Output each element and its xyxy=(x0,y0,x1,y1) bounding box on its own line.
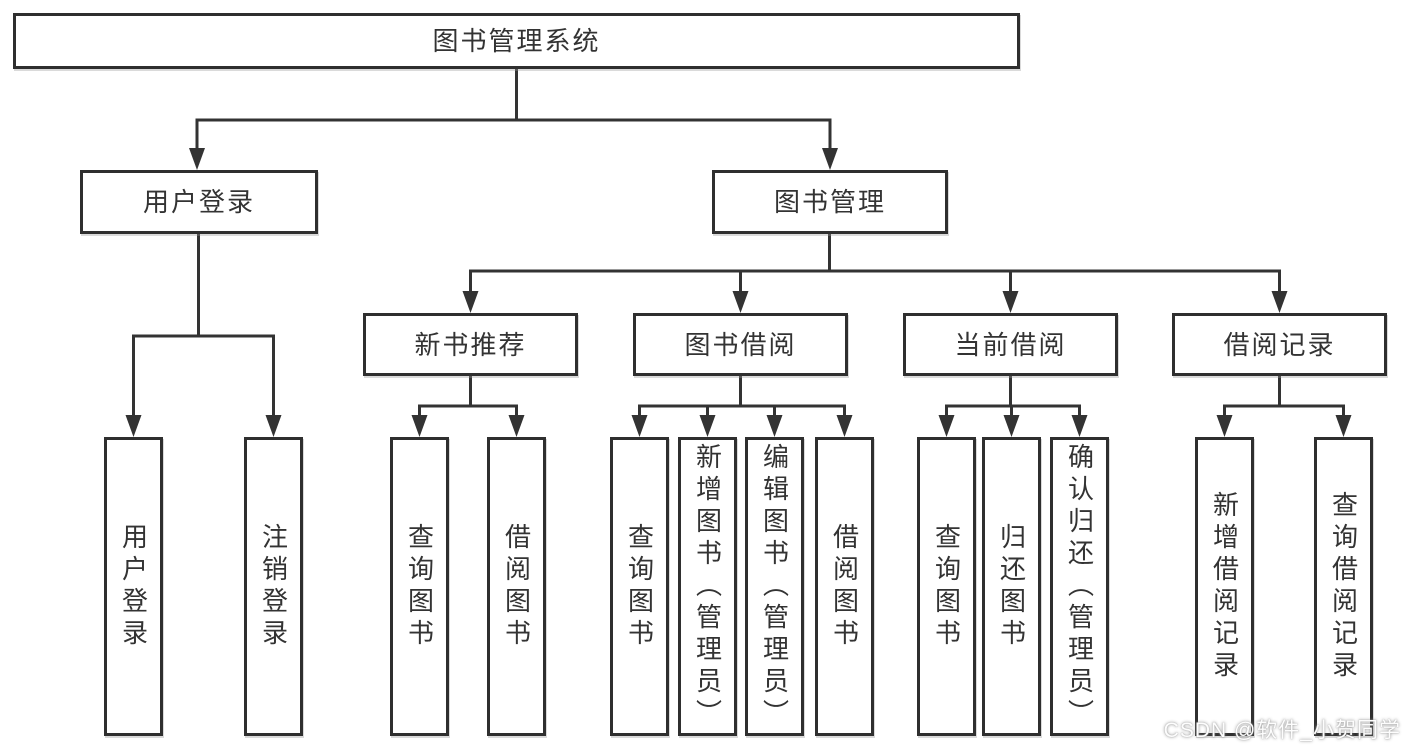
arrow-down-icon xyxy=(462,291,479,313)
node-label: 用户登录 xyxy=(142,187,255,217)
leaf-borrow-books-recommend: 借阅图书 xyxy=(487,437,546,736)
connector-root-to-level2 xyxy=(195,68,832,150)
leaf-edit-books-admin: 编辑图书（管理员） xyxy=(745,437,804,736)
csdn-watermark: CSDN @软件_小贺同学 xyxy=(1163,719,1401,742)
arrow-down-icon xyxy=(1071,415,1088,437)
arrow-down-icon xyxy=(836,415,853,437)
connector-recommend-to-leaves xyxy=(418,376,518,417)
node-root-system: 图书管理系统 xyxy=(13,13,1020,69)
leaf-borrow-books: 借阅图书 xyxy=(815,437,874,736)
arrow-down-icon xyxy=(1335,415,1352,437)
node-label: 新增图书（管理员） xyxy=(692,442,723,731)
arrow-down-icon xyxy=(1002,291,1019,313)
leaf-add-borrow-record: 新增借阅记录 xyxy=(1195,437,1254,736)
arrow-down-icon xyxy=(732,291,749,313)
node-label: 查询图书 xyxy=(404,522,435,651)
leaf-logout: 注销登录 xyxy=(244,437,303,736)
arrow-down-icon xyxy=(938,415,955,437)
node-label: 新增借阅记录 xyxy=(1209,490,1240,683)
arrow-down-icon xyxy=(699,415,716,437)
node-label: 用户登录 xyxy=(118,522,149,651)
node-book-management: 图书管理 xyxy=(712,170,948,234)
node-new-book-recommend: 新书推荐 xyxy=(363,313,578,376)
arrow-down-icon xyxy=(766,415,783,437)
arrow-down-icon xyxy=(125,415,142,437)
node-current-borrowing: 当前借阅 xyxy=(903,313,1118,376)
leaf-return-books: 归还图书 xyxy=(982,437,1041,736)
node-label: 图书借阅 xyxy=(684,329,797,360)
node-label: 图书管理 xyxy=(773,187,886,217)
arrow-down-icon xyxy=(631,415,648,437)
node-label: 借阅记录 xyxy=(1223,329,1336,360)
leaf-query-books-current: 查询图书 xyxy=(917,437,976,736)
leaf-confirm-return-admin: 确认归还（管理员） xyxy=(1050,437,1109,736)
node-label: 借阅图书 xyxy=(829,522,860,651)
node-label: 当前借阅 xyxy=(954,329,1067,360)
arrow-down-icon xyxy=(189,148,205,170)
node-label: 归还图书 xyxy=(996,522,1027,651)
leaf-query-books-borrow: 查询图书 xyxy=(610,437,669,736)
node-label: 编辑图书（管理员） xyxy=(759,442,790,731)
connector-records-to-leaves xyxy=(1223,376,1345,417)
node-user-login: 用户登录 xyxy=(80,170,318,234)
node-book-borrowing: 图书借阅 xyxy=(633,313,848,376)
leaf-user-login: 用户登录 xyxy=(104,437,163,736)
node-borrowing-records: 借阅记录 xyxy=(1172,313,1387,376)
node-label: 确认归还（管理员） xyxy=(1064,442,1095,731)
arrow-down-icon xyxy=(265,415,282,437)
connector-login-to-leaves xyxy=(132,234,275,417)
connector-mgmt-to-level3 xyxy=(469,234,1281,293)
connector-borrow-to-leaves xyxy=(638,376,846,417)
node-label: 注销登录 xyxy=(258,522,289,651)
arrow-down-icon xyxy=(411,415,428,437)
leaf-query-borrow-record: 查询借阅记录 xyxy=(1314,437,1373,736)
arrow-down-icon xyxy=(1271,291,1288,313)
node-label: 查询借阅记录 xyxy=(1328,490,1359,683)
node-label: 借阅图书 xyxy=(501,522,532,651)
node-label: 查询图书 xyxy=(624,522,655,651)
leaf-query-books-recommend: 查询图书 xyxy=(390,437,449,736)
node-label: 查询图书 xyxy=(931,522,962,651)
connector-current-to-leaves xyxy=(945,376,1081,417)
node-label: 新书推荐 xyxy=(414,329,527,360)
arrow-down-icon xyxy=(1216,415,1233,437)
arrow-down-icon xyxy=(1003,415,1020,437)
arrow-down-icon xyxy=(508,415,525,437)
leaf-add-books-admin: 新增图书（管理员） xyxy=(678,437,737,736)
node-label: 图书管理系统 xyxy=(432,26,601,56)
arrow-down-icon xyxy=(822,148,838,170)
